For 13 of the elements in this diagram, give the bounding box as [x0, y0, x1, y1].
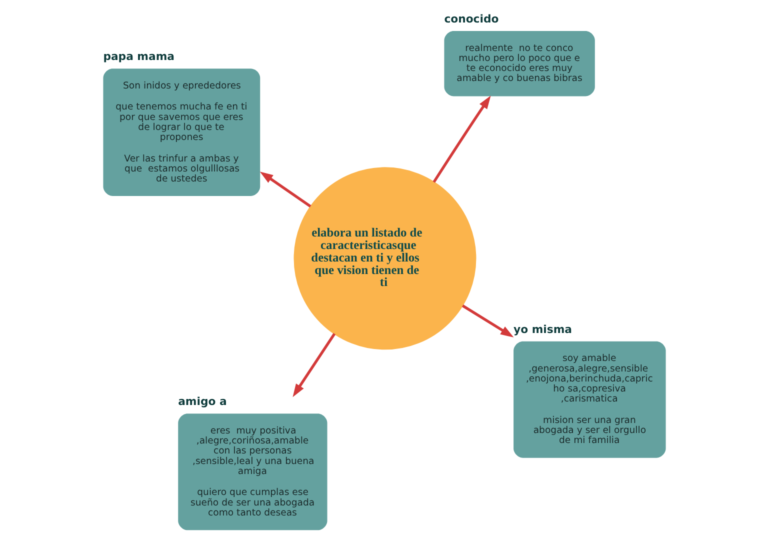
arrow [292, 332, 336, 398]
node-box: Son inidos y eprededores que tenemos mucha fe en ti por que savemos que eres de lograr lo que te propones Ver las trinfur a ambas y que estamos olgulllosas de ustedes [102, 68, 260, 196]
node-circle: elabora un listado de caracteristicasque destacan en ti y ellos que vision tienen de ti [293, 167, 476, 350]
arrow [461, 304, 514, 338]
node-label: amigo a [178, 395, 226, 408]
arrow [432, 96, 490, 183]
node-box: eres muy positiva ,alegre,coriñosa,amable con las personas ,sensible,leal y una buena amiga quiero que cumplas ese sueño de ser una abogada como tanto deseas [178, 414, 327, 530]
arrow [259, 172, 311, 208]
node-label: yo misma [513, 322, 572, 336]
node-box: realmente no te conco mucho pero lo poco que e te econocido eres muy amable y co buenas bibras [444, 30, 594, 96]
node-label: conocido [444, 12, 498, 26]
node-label: papa mama [102, 50, 174, 64]
node-box: soy amable ,generosa,alegre,sensible ,enojona,berinchuda,capricho sa,copresiva ,carismatica mision ser una gran abogada y ser el orgullo de mi familia [513, 341, 666, 458]
